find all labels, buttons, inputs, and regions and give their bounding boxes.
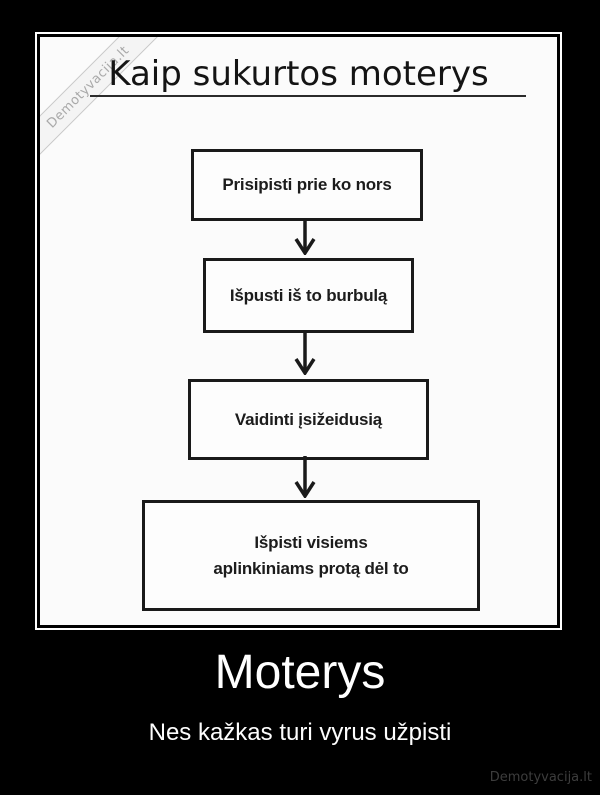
flowchart-image: Demotyvacija.lt Kaip sukurtos moterys Pr… bbox=[40, 37, 557, 625]
flowchart-step-2-label: Išpusti iš to burbulą bbox=[229, 285, 388, 305]
flowchart-step-4-label-line1: Išpisti visiems bbox=[254, 532, 368, 552]
poster-frame: Demotyvacija.lt Kaip sukurtos moterys Pr… bbox=[35, 32, 562, 630]
flowchart-step-3-label: Vaidinti įsižeidusią bbox=[234, 409, 383, 429]
arrow-down-icon bbox=[294, 219, 316, 255]
flowchart-step-4: Išpisti visiems aplinkiniams protą dėl t… bbox=[142, 500, 480, 611]
image-title: Kaip sukurtos moterys bbox=[108, 54, 489, 94]
flowchart-step-1-label: Prisipisti prie ko nors bbox=[222, 175, 392, 194]
poster-caption: Moterys bbox=[214, 646, 386, 699]
title-underline bbox=[90, 95, 526, 97]
flowchart-step-3: Vaidinti įsižeidusią bbox=[188, 379, 429, 460]
arrow-down-icon bbox=[294, 456, 316, 498]
flowchart-step-4-label-line2: aplinkiniams protą dėl to bbox=[213, 558, 409, 578]
site-watermark: Demotyvacija.lt bbox=[489, 770, 592, 785]
flowchart-step-2: Išpusti iš to burbulą bbox=[203, 258, 414, 333]
flowchart-step-1: Prisipisti prie ko nors bbox=[191, 149, 423, 221]
arrow-down-icon bbox=[294, 331, 316, 375]
poster-subcaption: Nes kažkas turi vyrus užpisti bbox=[148, 719, 452, 746]
